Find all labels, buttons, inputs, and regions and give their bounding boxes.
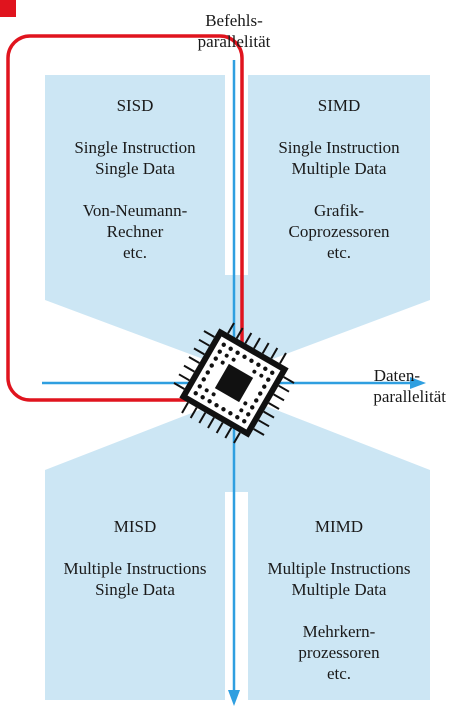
vertical-axis-label-line1: Befehls- [205, 11, 263, 30]
funnel-bottom [45, 395, 430, 492]
mimd-example2: prozessoren [298, 643, 380, 662]
highlight-corner-mark [0, 0, 16, 17]
quadrant-simd-box [248, 75, 430, 275]
horizontal-axis-label-line2: parallelität [373, 387, 446, 406]
quadrant-misd: MISD Multiple Instructions Single Data [45, 516, 225, 600]
simd-line2: Multiple Data [291, 159, 387, 178]
sisd-line1: Single Instruction [74, 138, 196, 157]
horizontal-axis-arrowhead [410, 377, 426, 389]
simd-example3: etc. [326, 243, 352, 262]
mimd-example3: etc. [326, 664, 352, 683]
vertical-axis-label: Befehls- parallelität [184, 10, 284, 52]
mimd-line1: Multiple Instructions [267, 559, 411, 578]
misd-title: MISD [113, 517, 157, 536]
horizontal-axis-label: Daten- parallelität [336, 365, 446, 407]
sisd-title: SISD [116, 96, 154, 115]
quadrant-sisd: SISD Single Instruction Single Data Von-… [45, 95, 225, 263]
vertical-axis-arrowhead [228, 690, 240, 706]
quadrant-sisd-box [45, 75, 225, 275]
mimd-example1: Mehrkern- [302, 622, 376, 641]
sisd-example2: Rechner [106, 222, 164, 241]
sisd-example1: Von-Neumann- [82, 201, 188, 220]
funnel-top [45, 275, 430, 372]
highlight-frame [6, 34, 244, 402]
mimd-title: MIMD [314, 517, 364, 536]
mimd-line2: Multiple Data [291, 580, 387, 599]
sisd-example3: etc. [122, 243, 148, 262]
misd-line1: Multiple Instructions [63, 559, 207, 578]
simd-title: SIMD [317, 96, 361, 115]
horizontal-axis-label-line1: Daten- [373, 366, 420, 385]
simd-example1: Grafik- [313, 201, 365, 220]
misd-line2: Single Data [95, 580, 175, 599]
simd-example2: Coprozessoren [288, 222, 390, 241]
quadrant-misd-box [45, 492, 225, 700]
quadrant-mimd-box [248, 492, 430, 700]
sisd-line2: Single Data [95, 159, 175, 178]
quadrant-simd: SIMD Single Instruction Multiple Data Gr… [248, 95, 430, 263]
vertical-axis-label-line2: parallelität [197, 32, 271, 51]
cpu-chip-icon [173, 322, 295, 444]
quadrant-mimd: MIMD Multiple Instructions Multiple Data… [248, 516, 430, 684]
simd-line1: Single Instruction [278, 138, 400, 157]
